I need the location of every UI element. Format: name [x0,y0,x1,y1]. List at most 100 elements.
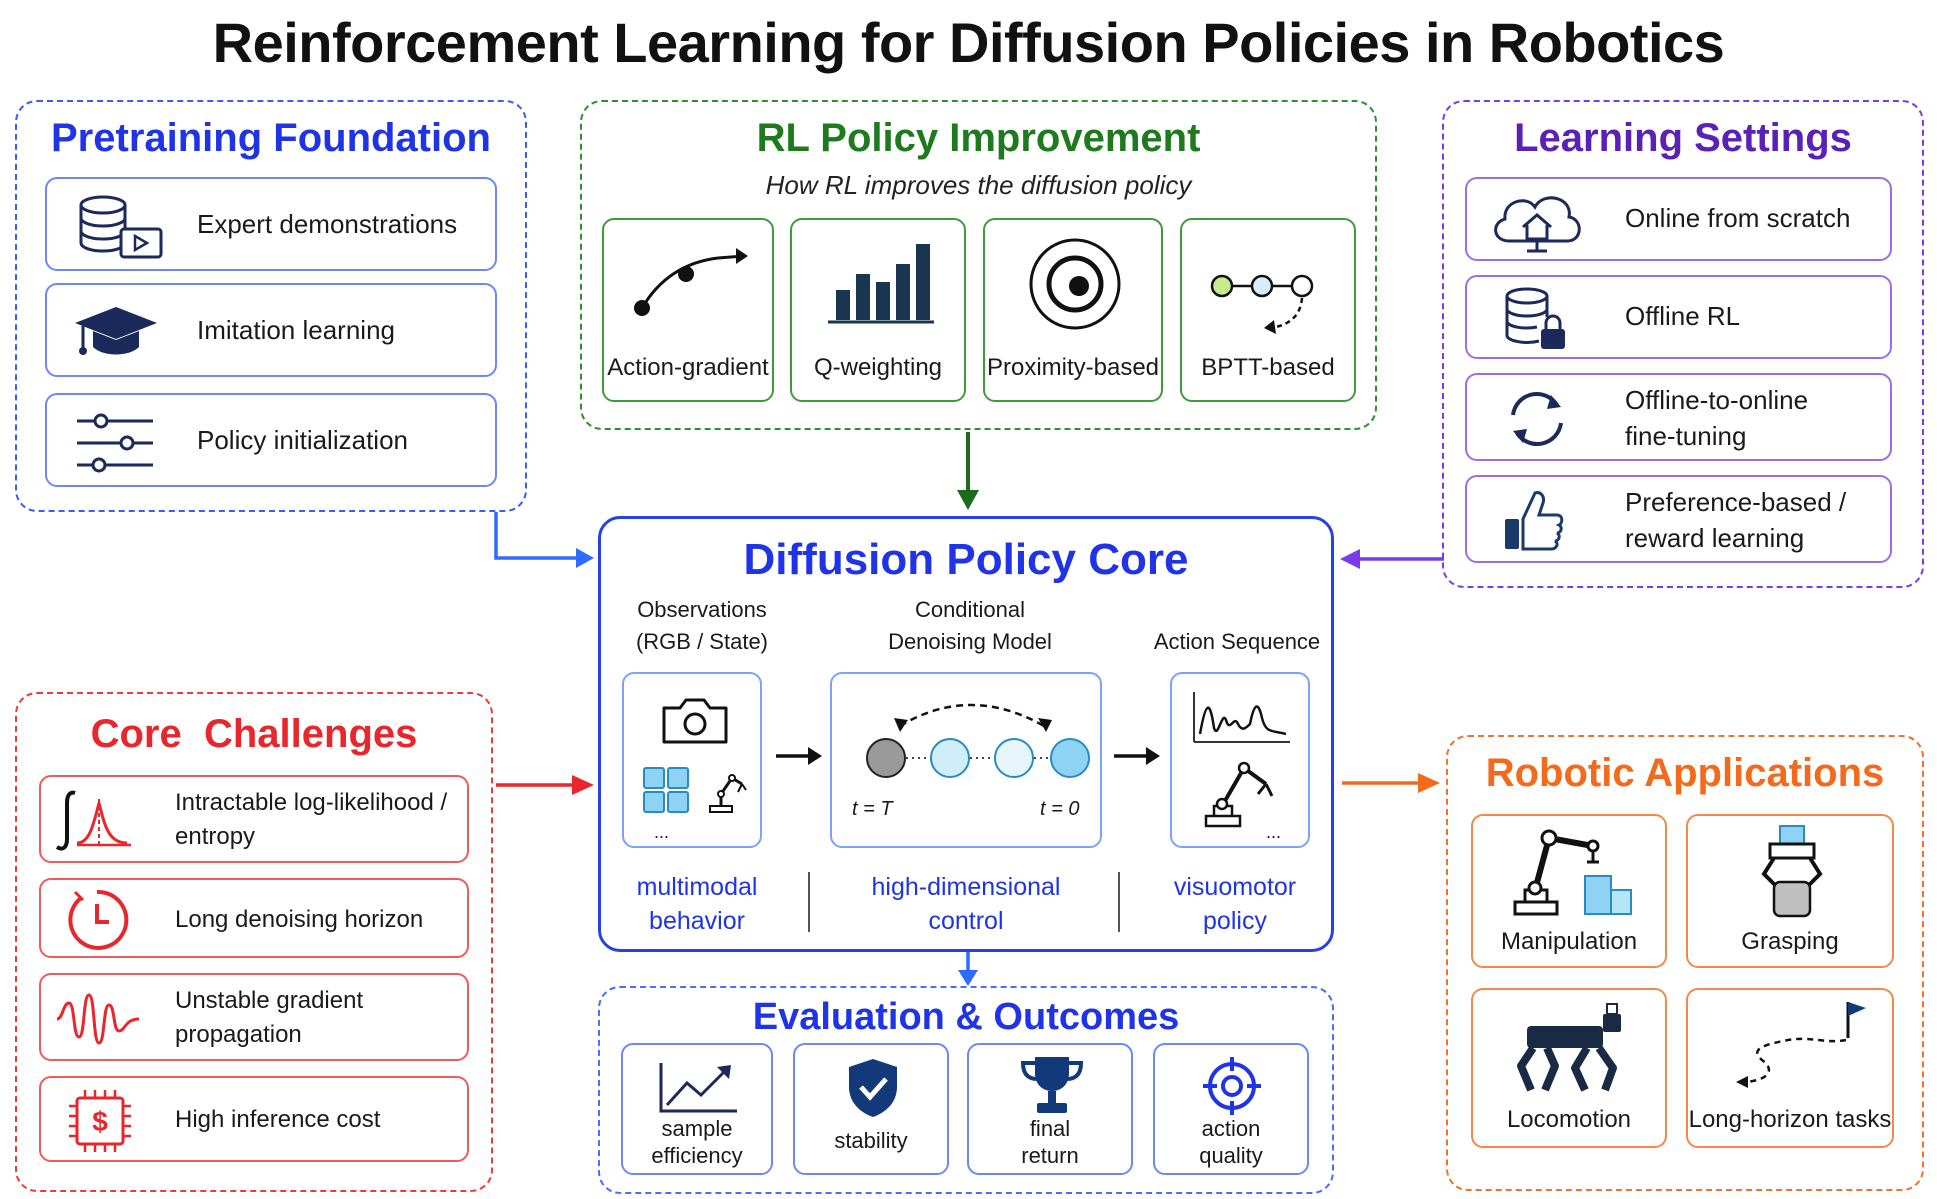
core-obs-label: Observations [637,597,767,622]
challenge-item-label: Intractable log-likelihood / [175,789,448,816]
settings-item-label: Online from scratch [1625,203,1851,233]
challenge-item-gradient: Unstable gradient propagation [39,973,469,1061]
core-action-label: Action Sequence [1153,629,1321,654]
challenge-item-label-2: entropy [175,823,256,850]
shield-check-icon [849,1059,897,1117]
challenges-panel: Core Challenges [15,692,493,1192]
pretraining-item-imitation: Imitation learning [45,283,497,377]
challenge-item-label: Long denoising horizon [175,906,424,933]
t-start-label: t = T [852,798,893,820]
arrow-pretraining-to-core [494,512,594,568]
rl-title: RL Policy Improvement [756,116,1201,160]
challenge-item-label: Unstable gradient [175,987,364,1014]
applications-title: Robotic Applications [1485,751,1885,795]
trophy-icon [1020,1057,1084,1113]
arrow-core-to-applications [1342,773,1440,793]
rl-item-proximity: Proximity-based [983,218,1163,402]
diagram-title: Reinforcement Learning for Diffusion Pol… [212,11,1725,74]
applications-panel: Robotic Applications [1446,735,1924,1191]
settings-item-label-2: fine-tuning [1625,421,1747,451]
pretraining-item-init: Policy initialization [45,393,497,487]
rl-item-label: BPTT-based [1201,354,1335,381]
settings-item-label: Offline RL [1625,301,1741,331]
gripper-icon [1761,825,1823,918]
challenge-item-label: High inference cost [175,1106,381,1133]
trend-up-icon [659,1063,737,1113]
evaluation-title: Evaluation & Outcomes [752,996,1180,1038]
integral-icon [55,790,131,851]
eval-item-sample-efficiency: sample efficiency [621,1043,773,1175]
cloud-home-icon [1494,196,1581,253]
rl-item-label: Q-weighting [813,354,943,381]
core-obs-label-2: (RGB / State) [635,629,769,654]
challenge-item-label-2: propagation [175,1021,302,1048]
database-video-icon [79,195,163,259]
arrow-obs-to-model [776,747,822,765]
pretraining-item-expert: Expert demonstrations [45,177,497,271]
settings-item-offline-to-online: Offline-to-online fine-tuning [1465,373,1892,461]
image-grid-icon [643,767,689,813]
arrow-settings-to-core [1340,549,1444,569]
camera-icon [662,698,728,744]
core-title: Diffusion Policy Core [743,535,1189,584]
database-lock-icon [1505,287,1565,349]
settings-item-offline: Offline RL [1465,275,1892,359]
pretraining-panel: Pretraining Foundation [15,100,527,512]
eval-item-action-quality: action quality [1153,1043,1309,1175]
pretraining-item-label: Policy initialization [197,425,408,455]
challenge-item-loglik: Intractable log-likelihood / entropy [39,775,469,863]
observations-ellipsis: ... [654,822,670,842]
arrow-rl-to-core [957,432,979,510]
core-panel: Diffusion Policy Core [598,516,1334,952]
bar-chart-icon [828,244,934,324]
eval-item-label-2: quality [1199,1143,1263,1168]
core-prop-label-2: control [928,907,1004,935]
eval-item-label: sample [661,1116,733,1141]
arrow-challenges-to-core [496,775,594,795]
app-item-manipulation: Manipulation [1471,814,1667,968]
eval-item-final-return: final return [967,1043,1133,1175]
settings-item-label: Preference-based / [1625,487,1847,517]
refresh-icon [1511,391,1563,447]
app-item-grasping: Grasping [1686,814,1894,968]
arrow-model-to-action [1114,747,1160,765]
app-item-locomotion: Locomotion [1471,988,1667,1148]
eval-item-label: stability [834,1128,908,1153]
action-ellipsis: ... [1266,822,1282,842]
clock-icon [68,889,129,950]
robot-arm-icon [1204,761,1274,828]
core-prop-label: high-dimensional [871,873,1061,901]
app-item-label: Long-horizon tasks [1688,1106,1892,1133]
core-observations-box: ... [622,672,762,848]
app-item-label: Manipulation [1500,928,1638,955]
gradient-arrow-icon [634,248,748,316]
challenge-item-inference: $ High inference cost [39,1076,469,1162]
rl-item-bptt: BPTT-based [1180,218,1356,402]
eval-item-label-2: efficiency [651,1143,743,1168]
path-flag-icon [1736,1002,1866,1088]
evaluation-panel: Evaluation & Outcomes [598,986,1334,1194]
robot-arm-icon [1513,829,1632,916]
core-prop-label-2: behavior [649,907,745,935]
svg-text:$: $ [92,1106,108,1137]
arrow-core-to-evaluation [958,952,978,986]
app-item-long-horizon: Long-horizon tasks [1686,988,1894,1148]
backprop-chain-icon [1210,274,1314,334]
settings-item-label-2: reward learning [1625,523,1805,553]
core-prop-divider [808,872,810,932]
t-end-label: t = 0 [1040,798,1080,820]
eval-item-label-2: return [1021,1143,1079,1168]
thumbs-up-icon [1505,491,1564,551]
sliders-icon [77,413,153,473]
eval-item-label: final [1029,1116,1071,1141]
target-icon [1029,238,1121,330]
app-item-label: Grasping [1741,928,1839,955]
core-model-label-2: Denoising Model [888,629,1052,654]
core-action-box: ... [1170,672,1310,848]
rl-panel: RL Policy Improvement How RL improves th… [580,100,1377,430]
quadruped-icon [1517,1003,1621,1092]
core-denoising-box: t = T t = 0 [830,672,1102,848]
crosshair-icon [1203,1057,1261,1115]
eval-item-stability: stability [793,1043,949,1175]
app-item-label: Locomotion [1506,1106,1632,1133]
